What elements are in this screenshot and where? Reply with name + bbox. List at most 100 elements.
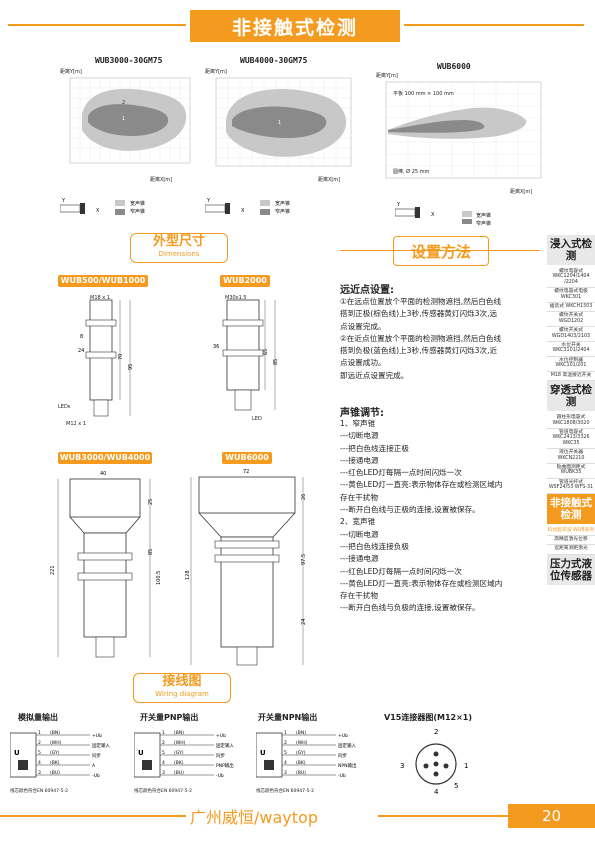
chart-1-xlabel: 距离X[m] [150,177,173,183]
wiring-pnp-title: 开关量PNP输出 [140,713,199,722]
chart-1-legend-narrow: 窄声锥 [130,209,146,215]
header-rule-left [8,24,186,26]
svg-text:1: 1 [162,730,165,736]
sidebar-item[interactable]: M18 高温接近开关 [547,372,595,382]
svg-text:(BK): (BK) [296,760,306,766]
chart-2-title: WUB4000-30GM75 [240,56,308,65]
svg-text:36: 36 [213,344,219,350]
sidebar-group-noncontact[interactable]: 非接触式检测 [547,493,595,524]
chart-3-legend-wide: 宽声锥 [476,213,492,219]
wiring-analog-title: 模拟量输出 [18,713,58,722]
label-led: LED [252,416,262,422]
svg-text:65: 65 [263,349,269,355]
wiring-npn-note: 线芯颜色符合EN 60947-5-2 [256,789,314,794]
chart-2-xlabel: 距离X[m] [318,177,341,183]
svg-text:(BU): (BU) [174,770,184,776]
sidebar-item[interactable]: 远距离测距激光 [547,545,595,555]
sidebar-item[interactable]: 圆柱形电容式 WKC1808/3020 [547,414,595,429]
svg-text:4: 4 [284,760,287,766]
svg-text:221: 221 [50,565,56,575]
svg-text:5: 5 [284,750,287,756]
page-title: 非接触式检测 [190,10,400,42]
svg-text:U: U [260,749,266,757]
svg-text:1: 1 [38,730,41,736]
svg-text:X: X [431,212,435,218]
footer-rule-left [0,815,186,817]
connector-title: V15连接器图(M12×1) [384,713,472,722]
svg-text:4: 4 [38,760,41,766]
chart-2-legend-narrow: 窄声锥 [275,209,291,215]
svg-text:固定输入: 固定输入 [216,742,234,749]
chart-3-ylabel: 距离Y[m] [376,73,398,79]
svg-text:97.5: 97.5 [301,554,307,565]
svg-text:1: 1 [464,762,468,770]
chart-3-plot [385,81,542,179]
chart-1-legend: Y X [59,198,140,224]
chart-3-annotation-top: 平板 100 mm × 100 mm [393,90,454,97]
svg-text:5: 5 [162,750,165,756]
sidebar-item[interactable]: 高精度激光位移 [547,536,595,546]
sidebar-item[interactable]: 水位开关 WKC3101/2404 [547,342,595,357]
svg-text:3: 3 [162,770,165,776]
chart-1-title: WUB3000-30GM75 [95,56,163,65]
sidebar-item[interactable]: 螺纹电容式电极 WKC301 [547,288,595,304]
svg-text:+Ub: +Ub [338,733,348,739]
sidebar-item[interactable]: 水位控制器 WKC101/201 [547,357,595,372]
sidebar-item[interactable]: 管道电容式 WKC2413/3326 WKC35 [547,429,595,450]
svg-text:(GY): (GY) [296,750,306,756]
sidebar-group-immersion[interactable]: 浸入式检测 [547,235,595,265]
sidebar-item[interactable]: 管道光纤式 WSF24/53 WFS-31 [547,479,595,494]
chart-3-xlabel: 距离X[m] [510,189,533,195]
svg-text:(WH): (WH) [296,740,308,746]
svg-text:(GY): (GY) [174,750,184,756]
svg-text:NPN输出: NPN输出 [338,762,357,769]
svg-text:(BK): (BK) [174,760,184,766]
drawing-wub6000: 72 26 97.5 24 128 [185,469,307,666]
svg-text:Y: Y [206,198,211,204]
model-tab-wub500: WUB500/WUB1000 [58,275,148,287]
dimensions-title: 外型尺寸 [152,234,205,249]
sidebar-item[interactable]: 插装式 WKCH1503 [547,303,595,313]
chart-2-plot: 1 [215,77,352,167]
sidebar-item[interactable]: 螺纹电容式 WKC1204/1404 /2204 [547,268,595,289]
svg-text:-Ub: -Ub [92,773,100,779]
drawing-wub3000: 40 25 85 100.5 221 [50,471,162,658]
sidebar-group-penetration[interactable]: 穿透式检测 [547,381,595,412]
svg-text:固定输入: 固定输入 [338,742,356,749]
svg-text:5: 5 [454,782,458,790]
model-tab-wub6000: WUB6000 [222,452,272,464]
label-m12-a: M12 x 1 [66,421,86,427]
sidebar-group-pressure[interactable]: 压力式液位传感器 [547,554,595,585]
svg-text:同步: 同步 [92,753,101,759]
svg-text:85: 85 [273,359,279,365]
sidebar-item[interactable]: 螺纹开关式 WGD1202 [547,312,595,328]
footer-brand: 广州威恒/waytop [190,808,318,827]
sidebar-item[interactable]: 液位开关器 WKCN2210 [547,449,595,464]
svg-text:Y: Y [61,198,66,204]
svg-text:固定输入: 固定输入 [92,742,110,749]
svg-text:70: 70 [118,354,124,360]
svg-text:PNP输出: PNP输出 [216,762,234,769]
svg-text:(BN): (BN) [296,730,306,736]
wiring-pnp-note: 线芯颜色符合EN 60947-5-2 [134,789,192,794]
footer-rule-right [378,815,508,817]
wiring-title: 接线图 [162,674,202,689]
far-near-text: ①在远点位置放个平面的检测物遮挡,然后白色线 搭到正极(棕色线)上3秒,传感器黄… [340,297,502,380]
chart-3-annotation-bottom: 圆棒, Ø 25 mm [393,168,430,175]
svg-text:-Ub: -Ub [216,773,224,779]
svg-text:8: 8 [80,334,83,340]
connector-diagram: 2 3 1 4 5 [400,728,468,796]
svg-text:3: 3 [400,762,404,770]
sidebar-item[interactable]: 螺纹开关式 WGD1403/2103 [547,327,595,343]
chart-1-ylabel: 距离Y[m] [60,69,82,75]
svg-text:(WH): (WH) [50,740,62,746]
sidebar-item[interactable]: 贴曲面测距式 WUBK35 [547,464,595,479]
svg-text:1: 1 [122,116,125,122]
svg-text:85: 85 [148,549,154,555]
svg-text:(BU): (BU) [296,770,306,776]
chart-3-title: WUB6000 [437,62,471,71]
svg-text:-Ub: -Ub [338,773,346,779]
sidebar-item-active[interactable]: 科创超声波 WUB系列 [547,527,595,536]
